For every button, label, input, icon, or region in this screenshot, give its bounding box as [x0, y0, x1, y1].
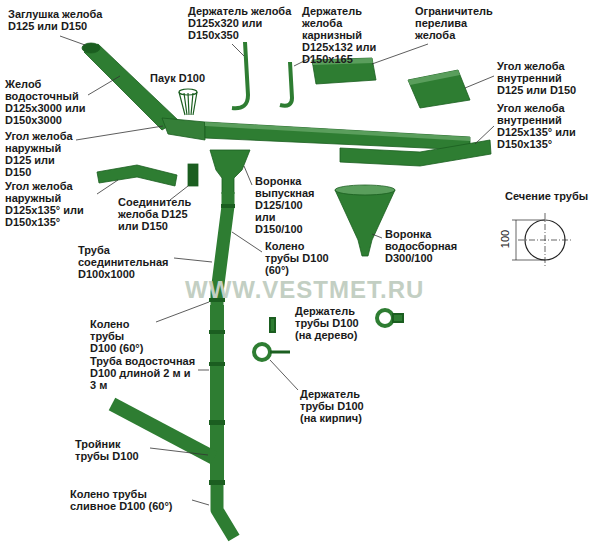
outlet-funnel — [210, 150, 250, 194]
spider-grate — [179, 89, 197, 115]
part-label: Угол желоба внутренний D125x135° или D15… — [497, 102, 589, 150]
gutter-part — [205, 122, 470, 150]
part-label: Заглушка желоба D125 или D150 — [8, 8, 113, 32]
pipe-section — [512, 213, 572, 267]
leader-line — [60, 36, 494, 505]
part-label: Ограничитель перелива желоба — [415, 5, 495, 41]
gutter-angle — [340, 140, 491, 166]
part-label: Держатель желоба карнизный D125x132 или … — [302, 5, 402, 65]
part-label: Желоб водосточный D125x3000 или D150x300… — [5, 78, 95, 126]
gutter-rim — [205, 122, 470, 141]
part-label: Паук D100 — [150, 72, 220, 84]
gutter-angle — [408, 70, 470, 108]
part-label: Колено трубы D100 (60°) — [90, 318, 152, 354]
gutter-connector — [188, 164, 198, 186]
part-label: Воронка водосборная D300/100 — [385, 228, 469, 264]
gutter-holder — [232, 42, 292, 108]
gutter-part — [84, 44, 178, 130]
part-label: Труба соединительная D100x1000 — [78, 244, 178, 280]
part-label: Колено трубы сливное D100 (60°) — [70, 488, 190, 512]
part-label: Колено трубы D100 (60°) — [265, 240, 331, 276]
part-label: Держатель трубы D100 (на дерево) — [295, 305, 371, 341]
part-label: Тройник трубы D100 — [75, 438, 147, 462]
part-label: Держатель трубы D100 (на кирпич) — [300, 388, 376, 424]
watermark: WWW.VESTMET.RU — [185, 276, 435, 304]
part-label: Угол желоба наружный D125 или D150 — [5, 130, 80, 178]
part-label: Воронка выпускная D125/100 или D150/100 — [255, 175, 321, 235]
part-label: Держатель желоба D125x320 или D150x350 — [188, 5, 298, 41]
dimension-label: 100 — [499, 226, 511, 252]
gutter-angle — [97, 165, 177, 186]
part-label: Угол желоба внутренний D125 или D150 — [497, 60, 587, 96]
gutter-angle — [162, 118, 205, 140]
part-label: Угол желоба наружный D125x135° или D150x… — [5, 180, 95, 228]
part-label: Сечение трубы — [505, 190, 597, 202]
part-label: Труба водосточная D100 длиной 2 м и 3 м — [90, 355, 196, 391]
pipe-ring — [209, 204, 235, 485]
part-label: Соединитель желоба D125 или D150 — [118, 196, 193, 232]
